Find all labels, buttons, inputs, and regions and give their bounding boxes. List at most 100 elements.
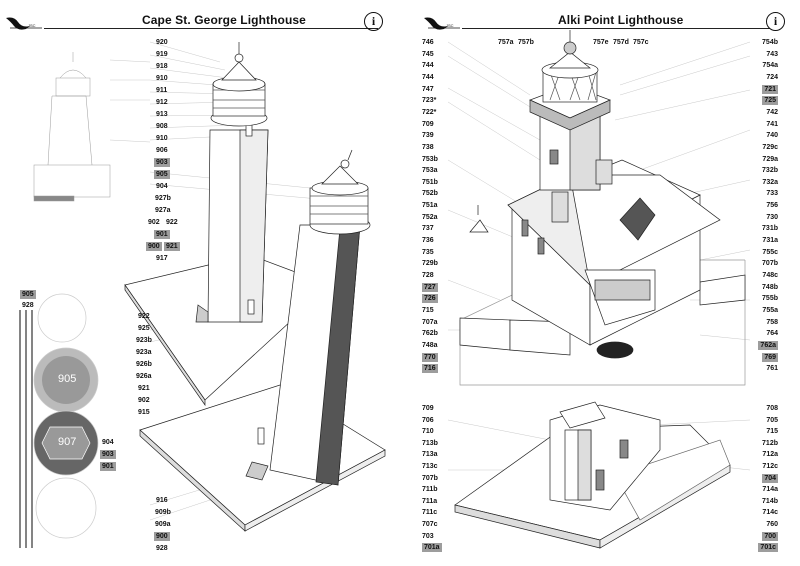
part-label: 746 xyxy=(422,39,434,46)
left-header: JSC Cape St. George Lighthouse i xyxy=(0,12,400,32)
part-label-highlight: 905 xyxy=(20,290,36,299)
circle-label-905: 905 xyxy=(58,373,77,385)
part-label: 731b xyxy=(762,225,778,233)
header-rule xyxy=(44,28,378,29)
part-label: 922 xyxy=(166,219,178,226)
header-rule xyxy=(462,28,770,29)
part-label: 711c xyxy=(422,509,438,517)
part-label: 757a xyxy=(498,39,514,46)
part-label: 744 xyxy=(422,73,434,81)
part-label: 714b xyxy=(762,497,778,505)
part-label-highlight: 700 xyxy=(762,531,778,541)
page-title: Cape St. George Lighthouse xyxy=(138,13,310,27)
part-label: 709 xyxy=(422,120,434,128)
part-label: 755a xyxy=(762,306,778,314)
cape-st-george-drawing xyxy=(19,41,386,548)
svg-text:JSC: JSC xyxy=(28,23,36,28)
part-label-highlight: 903 xyxy=(100,450,116,459)
part-label: 714c xyxy=(762,509,778,517)
part-label-highlight: 903 xyxy=(154,158,170,167)
part-label: 919 xyxy=(156,51,168,58)
part-label-highlight: 716 xyxy=(422,364,438,374)
part-label: 758 xyxy=(766,318,778,326)
part-label: 909b xyxy=(155,509,171,516)
part-label: 710 xyxy=(422,428,434,436)
part-label-highlight: 727 xyxy=(422,282,438,292)
part-label: 764 xyxy=(766,330,778,338)
part-label-highlight: 701a xyxy=(422,543,442,553)
part-label: 707b xyxy=(762,260,778,268)
part-label: 751b xyxy=(422,178,438,186)
part-label-highlight: 762a xyxy=(758,340,778,350)
part-label: 928 xyxy=(156,545,168,552)
part-label: 748a xyxy=(422,341,438,349)
part-label: 739 xyxy=(422,132,434,140)
part-label: 729a xyxy=(762,155,778,163)
part-label: 732b xyxy=(762,167,778,175)
part-label: 729c xyxy=(762,143,778,151)
part-label-highlight: 701c xyxy=(758,543,778,553)
part-label: 904 xyxy=(156,183,168,190)
part-label: 910 xyxy=(156,75,168,82)
part-label: 745 xyxy=(422,50,434,58)
right-page-alki-point: JSC Alki Point Lighthouse i xyxy=(400,0,800,566)
part-label: 712b xyxy=(762,439,778,447)
part-label: 740 xyxy=(766,132,778,140)
part-label-highlight: 901 xyxy=(154,230,170,239)
part-label: 918 xyxy=(156,63,168,70)
part-label: 723* xyxy=(422,97,437,105)
svg-text:JSC: JSC xyxy=(446,23,454,28)
part-label: 928 xyxy=(22,302,34,309)
circle-label-907: 907 xyxy=(58,436,77,448)
part-label: 904 xyxy=(102,439,114,446)
left-page-cape-st-george: JSC Cape St. George Lighthouse i xyxy=(0,12,400,552)
part-label: 736 xyxy=(422,237,434,245)
part-label: 712c xyxy=(762,463,778,470)
part-label: 926b xyxy=(136,361,152,368)
part-label: 757d xyxy=(613,39,629,46)
part-label: 713a xyxy=(422,451,438,459)
part-label: 724 xyxy=(766,73,778,81)
part-label: 715 xyxy=(422,306,434,314)
part-label: 757e xyxy=(593,39,609,46)
info-icon[interactable]: i xyxy=(766,12,785,31)
part-label: 706 xyxy=(422,416,434,424)
info-icon[interactable]: i xyxy=(364,12,383,31)
part-label: 748c xyxy=(762,272,778,279)
part-label-highlight: 901 xyxy=(100,462,116,471)
part-label: 751a xyxy=(422,202,438,210)
part-label-highlight: 725 xyxy=(762,96,778,106)
part-label: 730 xyxy=(766,213,778,221)
part-label: 741 xyxy=(766,120,778,128)
part-label: 911 xyxy=(156,87,168,94)
part-label: 757b xyxy=(518,39,534,46)
part-label: 755c xyxy=(762,248,778,256)
alki-point-drawing xyxy=(447,30,751,549)
part-label: 927a xyxy=(155,207,171,214)
part-label-highlight: 900 xyxy=(146,242,162,251)
part-label: 760 xyxy=(766,521,778,528)
part-label: 917 xyxy=(156,255,168,262)
part-label: 713b xyxy=(422,439,438,447)
part-label: 921 xyxy=(138,385,150,392)
part-label: 754a xyxy=(762,62,778,70)
part-label: 712a xyxy=(762,451,778,459)
part-label: 729b xyxy=(422,260,438,268)
part-label: 920 xyxy=(156,39,168,46)
part-label: 923b xyxy=(136,337,152,344)
part-label: 754b xyxy=(762,39,778,46)
part-label: 738 xyxy=(422,143,434,151)
part-label-highlight: 900 xyxy=(154,532,170,541)
part-label: 908 xyxy=(156,123,168,130)
part-label: 762b xyxy=(422,330,438,338)
page-title: Alki Point Lighthouse xyxy=(554,13,688,27)
right-header: JSC Alki Point Lighthouse i xyxy=(400,12,800,32)
part-label: 707a xyxy=(422,318,438,326)
part-label: 703 xyxy=(422,532,434,540)
part-label-highlight: 769 xyxy=(762,352,778,362)
part-label: 757c xyxy=(633,39,649,46)
part-label: 709 xyxy=(422,405,434,412)
part-label: 711a xyxy=(422,497,438,505)
part-label: 743 xyxy=(766,50,778,58)
part-label: 714a xyxy=(762,486,778,494)
